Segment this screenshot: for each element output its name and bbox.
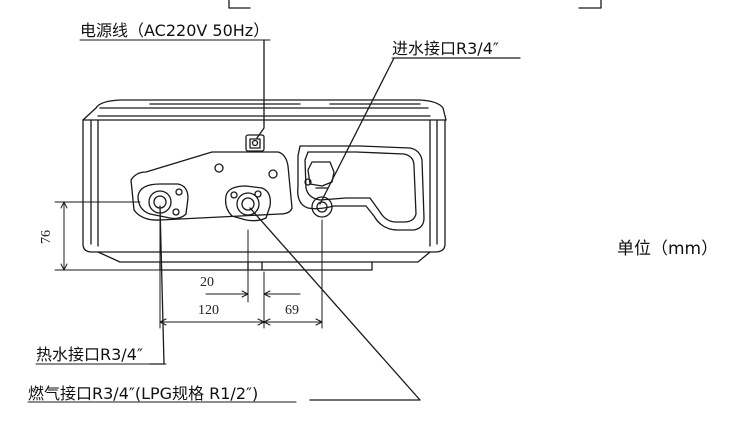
power-cord-leader (256, 39, 265, 139)
gas-inlet-leader (249, 207, 421, 401)
water-outlet-cover-plate (130, 151, 293, 221)
label-underlines (27, 39, 521, 403)
hot-water-leader (149, 205, 165, 365)
gas-inlet-fitting (224, 185, 271, 222)
water-inlet-leader (319, 57, 521, 205)
unit-label: 单位（mm） (617, 239, 719, 259)
gas-inlet-label: 燃气接口R3/4″(LPG规格 R1/2″) (28, 384, 259, 403)
dimension-20-text: 20 (200, 275, 214, 290)
hot-water-outlet-label: 热水接口R3/4″ (36, 345, 143, 364)
power-cord-label: 电源线（AC220V 50Hz） (80, 21, 270, 40)
power-cord-grommet (245, 134, 265, 152)
hot-water-outlet-fitting (137, 183, 189, 220)
top-edge-marks (228, 0, 602, 9)
leader-lines (149, 39, 521, 401)
dimension-horizontal (159, 213, 323, 329)
water-inlet-label: 进水接口R3/4″ (392, 39, 499, 58)
dimension-76 (54, 201, 161, 271)
dimension-120-text: 120 (198, 303, 219, 318)
water-inlet-bracket (297, 145, 425, 231)
dimension-69-text: 69 (285, 303, 299, 318)
dimension-76-text: 76 (39, 230, 54, 244)
